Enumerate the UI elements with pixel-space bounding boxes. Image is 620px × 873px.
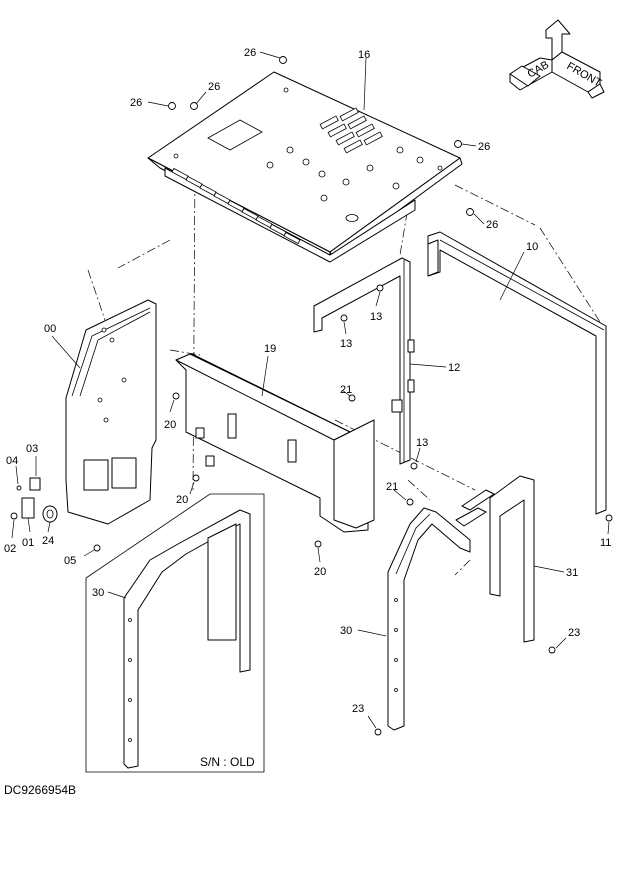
bolt-21a <box>348 394 356 402</box>
callout-26-upper-left: 26 <box>208 81 220 93</box>
bolt-13b <box>340 314 348 322</box>
left-side-panel <box>65 299 157 525</box>
top-cover-plate <box>147 71 463 263</box>
bolt-13c <box>410 462 418 470</box>
vent-slots-front <box>171 167 301 245</box>
vent-slots-top <box>319 107 383 154</box>
plate-holes <box>173 87 443 222</box>
callout-30-inset: 30 <box>92 587 104 599</box>
callout-leaders <box>11 51 610 729</box>
bolt-26e <box>466 208 474 216</box>
plate-01 <box>21 497 35 519</box>
callout-13-lower: 13 <box>416 437 428 449</box>
callout-03: 03 <box>26 443 38 455</box>
access-opening <box>207 119 263 151</box>
callout-12: 12 <box>448 362 460 374</box>
upper-bracket <box>313 257 415 465</box>
callout-02: 02 <box>4 543 16 555</box>
callout-20-lower: 20 <box>314 566 326 578</box>
callout-05: 05 <box>64 555 76 567</box>
bolt-21b <box>406 498 414 506</box>
old-version-inset: S/N : OLD <box>85 493 265 773</box>
callout-30-right: 30 <box>340 625 352 637</box>
callout-21-lower: 21 <box>386 481 398 493</box>
callout-01: 01 <box>22 537 34 549</box>
bolt-11 <box>605 514 613 522</box>
bolt-26c <box>168 102 176 110</box>
callout-labels: 16 26 26 26 26 26 10 12 13 13 13 19 21 2… <box>4 47 611 715</box>
callout-10: 10 <box>526 241 538 253</box>
callout-23-right: 23 <box>568 627 580 639</box>
bolt-23b <box>374 728 382 736</box>
variant-box-label: S/N : OLD <box>200 755 255 769</box>
bolt-20a <box>172 392 180 400</box>
grommet-24 <box>42 505 58 523</box>
fastener-bolts <box>168 56 613 736</box>
bolt-26d <box>454 140 462 148</box>
clip-03 <box>29 477 41 491</box>
bolt-20c <box>314 540 322 548</box>
bolt-20b <box>192 474 200 482</box>
bolt-13a <box>376 284 384 292</box>
bolt-23a <box>548 646 556 654</box>
callout-00: 00 <box>44 323 56 335</box>
bolt-05 <box>93 544 101 552</box>
rear-frame-channel <box>427 231 607 515</box>
callout-26-right: 26 <box>478 141 490 153</box>
drawing-code: DC9266954B <box>4 783 76 797</box>
callout-04: 04 <box>6 455 18 467</box>
callout-31: 31 <box>566 567 578 579</box>
left-small-parts <box>10 477 101 552</box>
center-box-bracket <box>175 353 375 533</box>
front-view-compass-icon: CAB FRONT <box>509 19 605 99</box>
rear-leg-frame <box>455 475 535 643</box>
callout-11: 11 <box>600 537 611 549</box>
callout-13-middle: 13 <box>340 338 352 350</box>
alignment-centerlines <box>87 164 601 576</box>
callout-21-upper: 21 <box>340 384 352 396</box>
callout-20-upper: 20 <box>164 419 176 431</box>
front-leg-frame <box>387 507 471 731</box>
bolt-26b <box>190 102 198 110</box>
callout-20-middle: 20 <box>176 494 188 506</box>
callout-24: 24 <box>42 535 54 547</box>
callout-13-upper: 13 <box>370 311 382 323</box>
callout-26-left: 26 <box>130 97 142 109</box>
bolt-26a <box>279 56 287 64</box>
bolt-02 <box>10 512 18 520</box>
callout-26-lower-right: 26 <box>486 219 498 231</box>
callout-23-bottom: 23 <box>352 703 364 715</box>
screw-04 <box>16 485 22 491</box>
callout-19: 19 <box>264 343 276 355</box>
callout-16: 16 <box>358 49 370 61</box>
callout-26-top: 26 <box>244 47 256 59</box>
